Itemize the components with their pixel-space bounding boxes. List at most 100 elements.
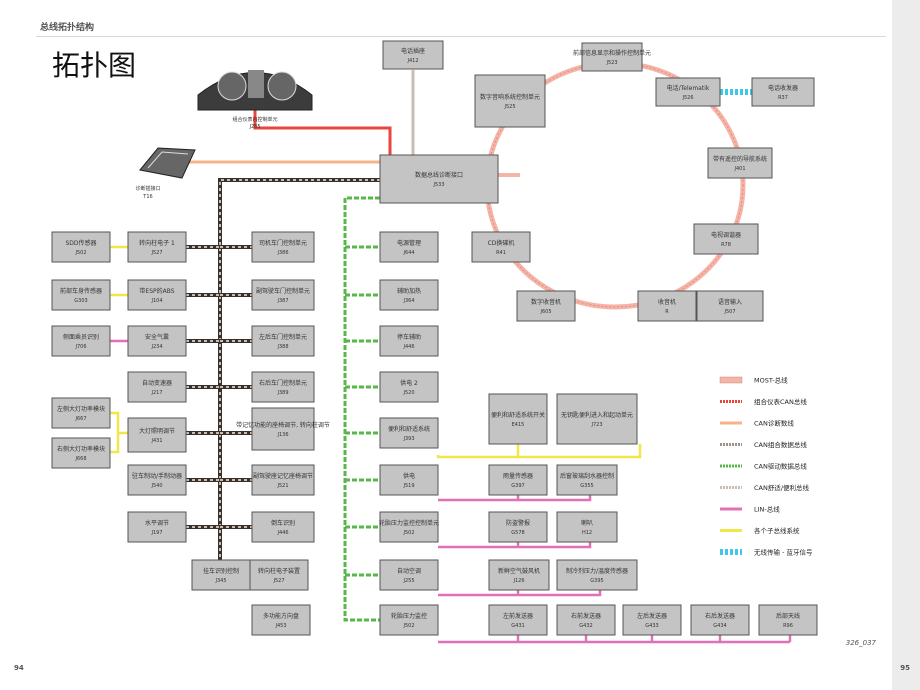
- node-box: [379, 279, 439, 311]
- node-code: J364: [402, 298, 414, 304]
- node-name: 左后车门控制单元: [259, 333, 307, 341]
- legend-label: 组合仪表CAN总线: [754, 397, 807, 406]
- node-box: [488, 464, 548, 496]
- dash-can-line: [253, 106, 392, 155]
- node-name: 喇叭: [581, 519, 593, 527]
- node-box: [251, 279, 315, 311]
- node-code: J540: [150, 483, 162, 489]
- node-name: 右侧大灯功率模块: [57, 445, 105, 453]
- cluster-name: 组合仪表内控制单元: [232, 116, 277, 123]
- node-code: J527: [272, 578, 284, 584]
- node-box: [379, 371, 439, 403]
- node-code: J234: [150, 344, 162, 350]
- node-box: [556, 559, 638, 591]
- node-box: [379, 417, 439, 449]
- node-name: 电话插座: [401, 47, 425, 55]
- node-most-6: 收音机 R: [637, 290, 697, 322]
- node-name: 前部信息显示和操作控制单元: [573, 49, 651, 57]
- node-name: 制冷剂压力/温度传感器: [566, 567, 628, 575]
- gauge-right: [267, 71, 297, 101]
- node-box: [127, 325, 187, 357]
- node-box: [51, 279, 111, 311]
- node-box: [249, 559, 309, 591]
- node-box: [127, 231, 187, 263]
- node-box: [556, 511, 618, 543]
- node-box: [622, 604, 682, 636]
- node-box: [251, 325, 315, 357]
- node-name: 电视调谐器: [711, 231, 741, 239]
- node-L-1b: 带ESP的ABS J104: [127, 279, 187, 311]
- node-code: J104: [150, 298, 162, 304]
- node-code: J446: [402, 344, 414, 350]
- node-code: J453: [274, 623, 286, 629]
- legend-label: CAN诊断数线: [754, 419, 794, 428]
- node-name: 新鲜空气鼓风机: [498, 567, 540, 575]
- node-box: [51, 437, 111, 469]
- legend-item-5: CAN舒适/便利总线: [720, 483, 810, 492]
- node-name: 供电 2: [400, 379, 418, 387]
- node-name: 电话收发器: [768, 84, 798, 92]
- node-box: [251, 511, 315, 543]
- node-name: 轮胎压力监控: [391, 612, 427, 620]
- diag-connector-illustration: [139, 147, 196, 179]
- node-code: J197: [150, 530, 162, 536]
- legend-item-1: 组合仪表CAN总线: [720, 397, 807, 406]
- node-box: [581, 42, 643, 72]
- node-code: J533: [432, 182, 444, 188]
- page-number-left: 94: [14, 664, 24, 672]
- header-rule: [36, 36, 886, 37]
- legend-label: CAN驱动数据总线: [754, 462, 807, 471]
- node-code: J523: [605, 60, 617, 66]
- node-code: J502: [402, 530, 414, 536]
- legend-item-8: 无线传输 - 蓝牙信号: [720, 548, 813, 557]
- node-code: J401: [733, 166, 745, 172]
- node-name: 电源管理: [397, 239, 421, 247]
- node-box: [488, 559, 550, 591]
- legend-label: 各个子总线系统: [754, 526, 800, 535]
- node-code: J136: [276, 432, 288, 438]
- node-box: [379, 231, 439, 263]
- diag-port-code: T16: [142, 194, 152, 200]
- legend-item-3: CAN组合数据总线: [720, 440, 807, 449]
- node-name: 收音机: [658, 298, 676, 306]
- node-code: J519: [402, 483, 414, 489]
- node-name: 安全气囊: [145, 333, 169, 341]
- node-box: [693, 223, 759, 255]
- node-name: 带ESP的ABS: [139, 287, 174, 295]
- node-code: H12: [582, 530, 592, 536]
- node-name: 左侧大灯功率模块: [57, 405, 105, 413]
- node-name: 电话/Telematik: [667, 84, 710, 92]
- node-box: [696, 290, 764, 322]
- node-name: 供电: [403, 472, 415, 480]
- diag-port-name: 诊断插接口: [135, 185, 160, 192]
- node-code: J255: [402, 578, 414, 584]
- node-code: G432: [579, 623, 592, 629]
- legend-label: CAN舒适/便利总线: [754, 483, 810, 492]
- node-code: R: [665, 309, 669, 315]
- node-code: G434: [713, 623, 726, 629]
- node-code: J393: [402, 436, 414, 442]
- node-code: J412: [406, 58, 418, 64]
- node-name: 后部天线: [776, 612, 800, 620]
- node-code: J389: [276, 390, 288, 396]
- node-name: 辅助加热: [397, 287, 421, 295]
